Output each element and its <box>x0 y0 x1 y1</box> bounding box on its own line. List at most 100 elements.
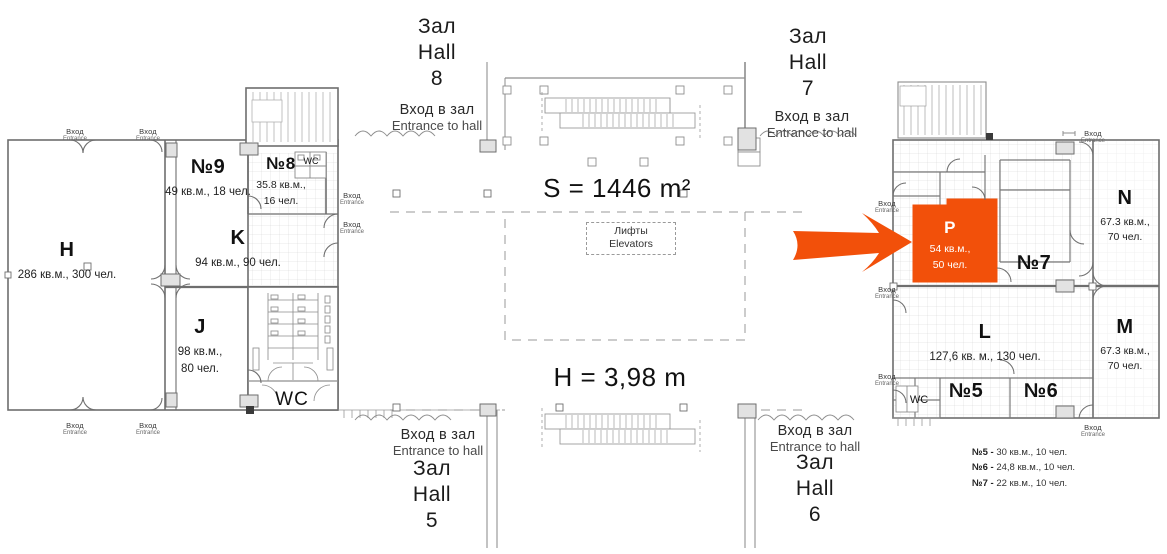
total-area-label: S = 1446 m² <box>543 173 691 203</box>
legend-row: №7 - 22 кв.м., 10 чел. <box>972 476 1075 491</box>
hall-8-num: 8 <box>430 67 444 91</box>
elevators-ru: Лифты <box>614 225 648 237</box>
legend-value-6: 24,8 кв.м., 10 чел. <box>996 462 1076 474</box>
entrance-3-label: Вход Entrance <box>339 191 365 207</box>
entrance-11-label: Вход Entrance <box>1080 423 1106 439</box>
room-8-area-2: 16 чел. <box>263 195 299 208</box>
legend: №5 - 30 кв.м., 10 чел. №6 - 24,8 кв.м., … <box>972 445 1075 491</box>
elevators-label: Лифты Elevators <box>586 222 676 256</box>
room-P-letter: P <box>944 218 956 237</box>
entrance-4-label: Вход Entrance <box>339 220 365 236</box>
hall-8-ru: Зал <box>417 15 457 38</box>
entrance-9-label: Вход Entrance <box>874 372 900 388</box>
entrance-7-ru: Вход <box>878 199 896 208</box>
room-M-area-1: 67.3 кв.м., <box>1100 344 1150 357</box>
entrance-8-ru: Вход <box>878 285 896 294</box>
room-L-area: 127,6 кв. м., 130 чел. <box>929 350 1041 363</box>
entrance-2-label: Вход Entrance <box>135 127 161 143</box>
room-8-area-1: 35.8 кв.м., <box>256 179 306 192</box>
hall-6-ru: Зал <box>795 451 835 474</box>
room-P[interactable]: P 54 кв.м., 50 чел. <box>929 218 971 274</box>
room-N[interactable]: N 67.3 кв.м., 70 чел. <box>1100 187 1150 246</box>
wc-right-label: WC <box>909 394 929 406</box>
room-9-area: 49 кв.м., 18 чел. <box>165 185 251 198</box>
entrance-hall-6-en: Entrance to hall <box>769 438 861 454</box>
entrance-hall-5-en: Entrance to hall <box>392 442 484 458</box>
entrance-5-ru: Вход <box>66 421 84 430</box>
room-M[interactable]: M 67.3 кв.м., 70 чел. <box>1100 316 1150 375</box>
room-K-letter: K <box>230 227 246 249</box>
room-6-letter: №6 <box>1023 380 1059 402</box>
entrance-2-ru: Вход <box>139 127 157 136</box>
room-5[interactable]: №5 <box>949 380 983 403</box>
entrance-5-label: Вход Entrance <box>62 421 88 437</box>
wc-top-label: WC <box>303 156 319 166</box>
entrance-hall-8-en: Entrance to hall <box>391 117 483 133</box>
room-J[interactable]: J 98 кв.м., 80 чел. <box>177 316 223 378</box>
room-N-area-1: 67.3 кв.м., <box>1100 215 1150 228</box>
room-N-letter: N <box>1117 187 1133 209</box>
hall-5-num: 5 <box>425 509 439 533</box>
entrance-7-label: Вход Entrance <box>874 199 900 215</box>
room-L[interactable]: L 127,6 кв. м., 130 чел. <box>929 321 1041 366</box>
room-J-area-1: 98 кв.м., <box>177 345 223 358</box>
hall-8-en: Hall <box>417 40 457 64</box>
hall-7-ru: Зал <box>788 25 828 48</box>
room-H-letter: H <box>59 239 75 261</box>
hall-7-en: Hall <box>788 50 828 74</box>
hall-8-label: Зал Hall 8 <box>417 15 457 91</box>
room-P-area-2: 50 чел. <box>932 259 968 272</box>
entrance-6-label: Вход Entrance <box>135 421 161 437</box>
hall-7-label: Зал Hall 7 <box>788 25 828 101</box>
entrance-2-en: Entrance <box>135 136 161 143</box>
entrance-hall-7-label: Вход в зал Entrance to hall <box>766 109 858 140</box>
entrance-3-en: Entrance <box>339 200 365 207</box>
room-9-letter: №9 <box>190 156 226 178</box>
entrance-9-ru: Вход <box>878 372 896 381</box>
legend-key-5: №5 - <box>972 447 994 458</box>
entrance-11-en: Entrance <box>1080 432 1106 439</box>
room-H[interactable]: H 286 кв.м., 300 чел. <box>17 239 117 284</box>
hall-6-en: Hall <box>795 476 835 500</box>
hall-5-ru: Зал <box>412 457 452 480</box>
entrance-4-en: Entrance <box>339 229 365 236</box>
legend-row: №6 - 24,8 кв.м., 10 чел. <box>972 460 1075 475</box>
legend-key-7: №7 - <box>972 477 994 489</box>
room-6[interactable]: №6 <box>1023 380 1059 403</box>
entrance-hall-5-ru: Вход в зал <box>400 427 476 443</box>
room-K[interactable]: K 94 кв.м., 90 чел. <box>195 227 281 272</box>
hall-5-en: Hall <box>412 482 452 506</box>
entrance-10-label: Вход Entrance <box>1080 129 1106 145</box>
room-J-letter: J <box>194 316 206 338</box>
room-M-area-2: 70 чел. <box>1107 360 1143 373</box>
room-N-area-2: 70 чел. <box>1107 231 1143 244</box>
room-8[interactable]: №8 35.8 кв.м., 16 чел. <box>256 154 306 210</box>
entrance-5-en: Entrance <box>62 430 88 437</box>
entrance-hall-5-label: Вход в зал Entrance to hall <box>392 427 484 458</box>
entrance-10-ru: Вход <box>1084 129 1102 138</box>
hall-6-num: 6 <box>808 503 822 527</box>
entrance-hall-7-en: Entrance to hall <box>766 124 858 140</box>
entrance-8-label: Вход Entrance <box>875 285 899 301</box>
entrance-1-ru: Вход <box>66 127 84 136</box>
entrance-6-en: Entrance <box>135 430 161 437</box>
entrance-10-en: Entrance <box>1080 138 1106 145</box>
room-9[interactable]: №9 49 кв.м., 18 чел. <box>165 156 251 201</box>
room-J-area-2: 80 чел. <box>181 362 219 375</box>
wc-main-label: WC <box>275 389 309 410</box>
entrance-1-en: Entrance <box>62 136 88 143</box>
room-H-area: 286 кв.м., 300 чел. <box>17 268 117 281</box>
entrance-hall-7-ru: Вход в зал <box>774 109 850 125</box>
entrance-11-ru: Вход <box>1084 423 1102 432</box>
room-M-letter: M <box>1116 316 1134 338</box>
entrance-hall-8-ru: Вход в зал <box>399 102 475 118</box>
room-P-area-1: 54 кв.м., <box>929 243 971 256</box>
entrance-9-en: Entrance <box>874 381 900 388</box>
elevators-en: Elevators <box>609 238 653 251</box>
entrance-7-en: Entrance <box>874 208 900 215</box>
room-8-letter: №8 <box>266 154 296 173</box>
room-L-letter: L <box>978 321 992 343</box>
room-7[interactable]: №7 <box>1017 252 1051 275</box>
entrance-4-ru: Вход <box>343 220 361 229</box>
